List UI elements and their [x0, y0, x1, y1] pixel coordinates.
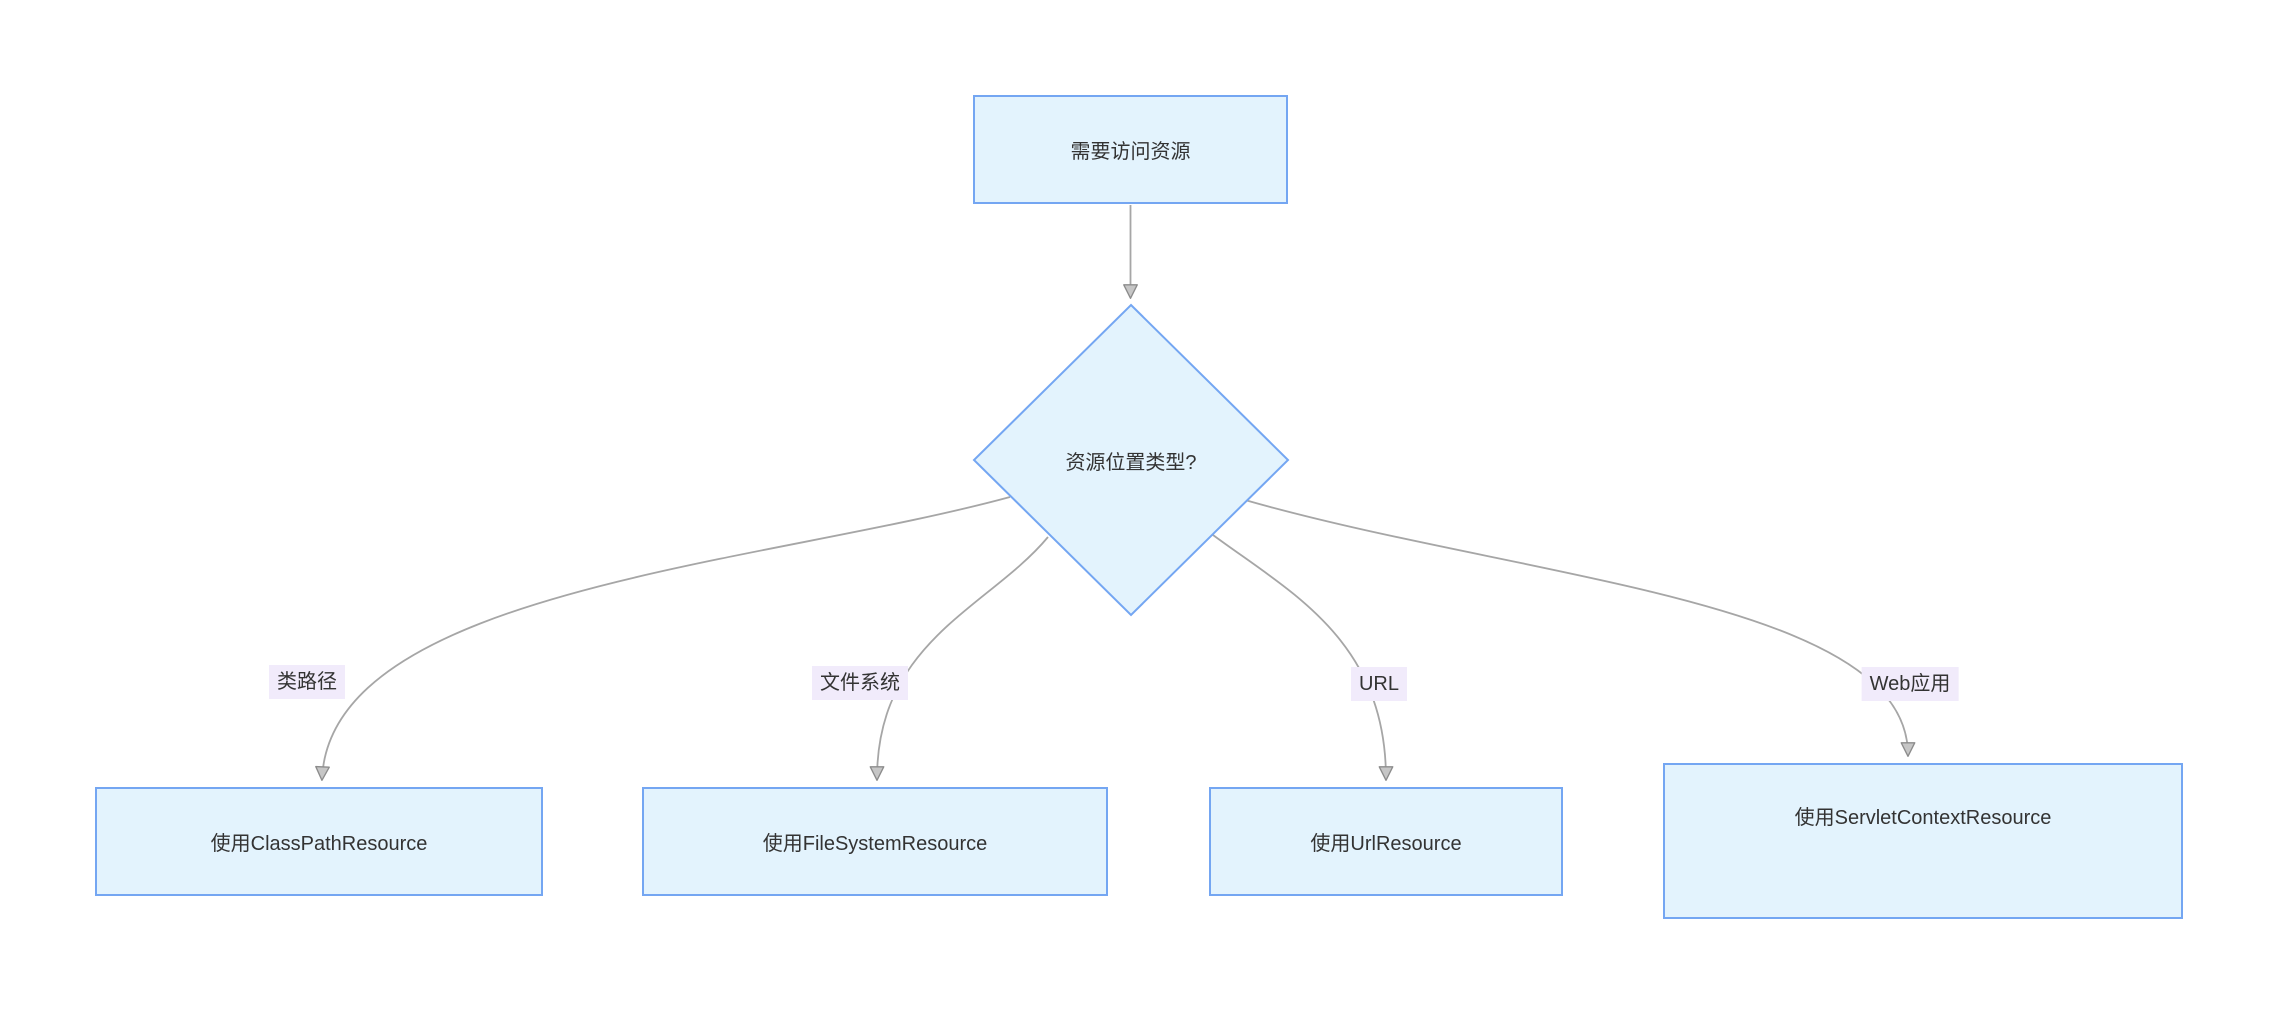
node-filesystem: 使用FileSystemResource: [642, 787, 1108, 896]
edge-label-url: URL: [1350, 667, 1408, 701]
node-servletcontext-label: 使用ServletContextResource: [1794, 807, 2052, 829]
edge-label-classpath: 类路径: [269, 665, 345, 699]
node-filesystem-label: 使用FileSystemResource: [762, 833, 988, 855]
edge-decision-to-filesystem: [869, 536, 1049, 782]
node-start: 需要访问资源: [973, 95, 1288, 204]
edge-label-webapp: Web应用: [1861, 667, 1959, 701]
edge-decision-to-url: [1212, 534, 1394, 782]
node-classpath-label: 使用ClassPathResource: [210, 833, 428, 855]
edge-decision-to-servletcontext: [1244, 499, 1916, 758]
edge-decision-to-classpath: [315, 496, 1011, 782]
node-start-label: 需要访问资源: [1070, 141, 1191, 163]
node-url: 使用UrlResource: [1209, 787, 1563, 896]
edge-label-filesystem: 文件系统: [812, 666, 908, 700]
node-classpath: 使用ClassPathResource: [95, 787, 543, 896]
decision-diamond-shape: [972, 303, 1290, 617]
node-url-label: 使用UrlResource: [1310, 833, 1462, 855]
node-servletcontext: 使用ServletContextResource: [1663, 763, 2183, 919]
